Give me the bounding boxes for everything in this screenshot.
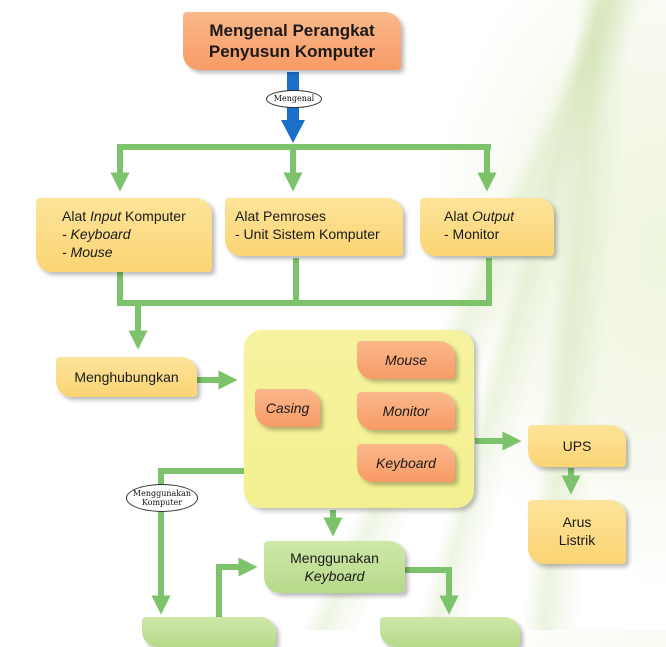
arus-line2: Listrik [558, 532, 596, 548]
title-line2: Penyusun Komputer [208, 42, 376, 61]
arus-listrik-box: Arus Listrik [528, 500, 626, 564]
input-item-mouse: - Mouse [62, 244, 113, 260]
mouse-box: Mouse [357, 341, 455, 379]
menggunakan-keyboard-line1: Menggunakan [290, 550, 379, 566]
title-line1: Mengenal Perangkat [209, 21, 375, 40]
title-box: Mengenal Perangkat Penyusun Komputer [183, 12, 401, 70]
output-box-heading: Alat Output [444, 208, 515, 224]
input-device-box: Alat Input Komputer - Keyboard - Mouse [36, 198, 212, 272]
process-box-heading: Alat Pemroses [235, 208, 327, 224]
bottom-right-box-partial [380, 617, 520, 647]
monitor-box: Monitor [357, 392, 455, 430]
process-device-box: Alat Pemroses - Unit Sistem Komputer [225, 198, 403, 256]
ups-box: UPS [528, 425, 626, 467]
connector-lines [110, 72, 581, 620]
mengenal-oval: Mengenal [266, 90, 322, 108]
menghubungkan-box: Menghubungkan [56, 357, 197, 397]
output-item-monitor: - Monitor [444, 226, 500, 242]
menggunakan-komputer-oval: Menggunakan Komputer [126, 484, 198, 512]
menggunakan-keyboard-box: Menggunakan Keyboard [264, 541, 405, 593]
bottom-left-box-partial [142, 617, 276, 647]
input-box-heading: Alat Input Komputer [62, 208, 186, 224]
input-item-keyboard: - Keyboard [62, 226, 131, 242]
process-item-unit: - Unit Sistem Komputer [235, 226, 380, 242]
output-device-box: Alat Output - Monitor [420, 198, 554, 256]
casing-box: Casing [255, 389, 320, 427]
keyboard-box: Keyboard [357, 444, 455, 482]
blue-arrow-head [281, 120, 305, 143]
menggunakan-keyboard-line2: Keyboard [304, 568, 365, 584]
arus-line1: Arus [562, 514, 592, 530]
